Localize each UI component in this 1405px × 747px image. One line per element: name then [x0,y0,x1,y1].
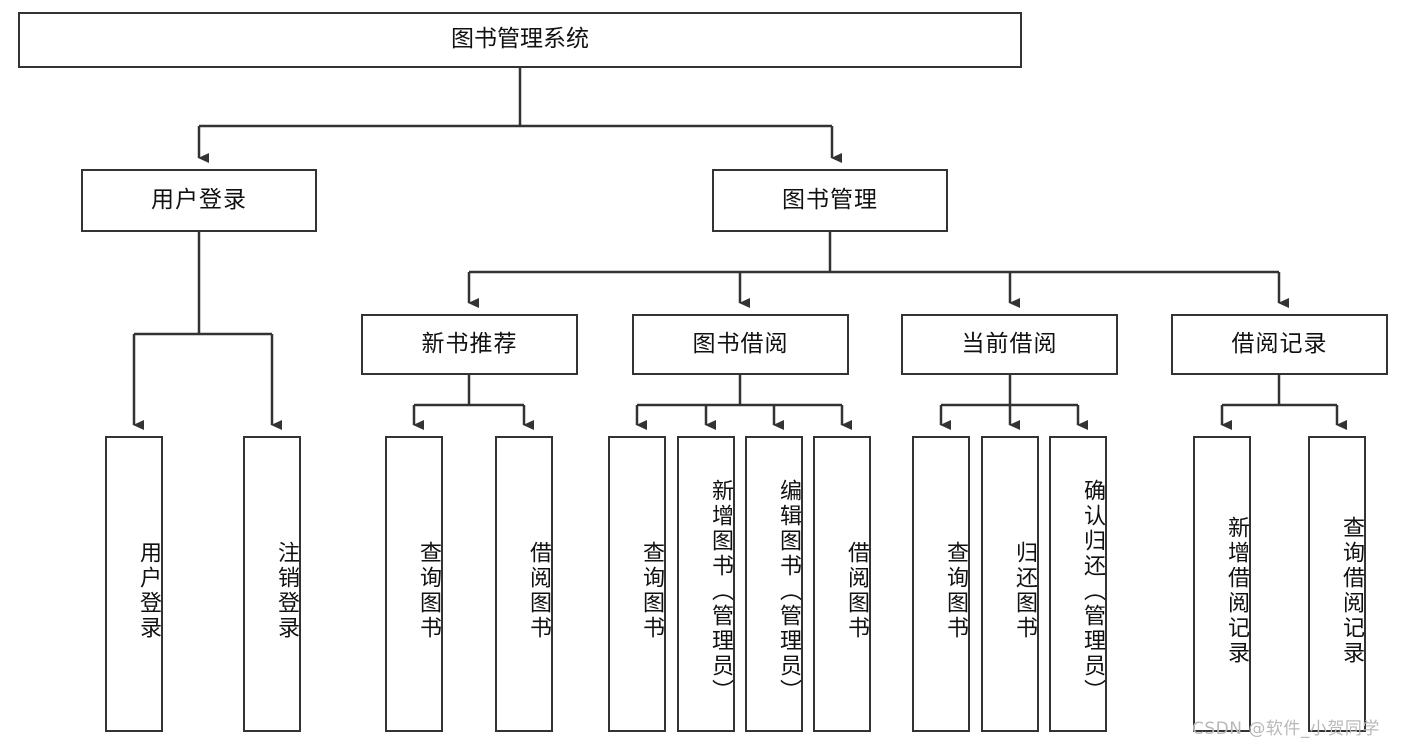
leaf-record-add-borrow-record[interactable]: 新增借阅记录 [1193,436,1251,732]
leaf-record-query-borrow-record[interactable]: 查询借阅记录 [1308,436,1366,732]
csdn-watermark: CSDN @软件_小贺同学 [1192,719,1380,739]
node-label: 新增借阅记录 [1224,516,1249,666]
node-label: 查询图书 [416,541,441,641]
node-current-borrow[interactable]: 当前借阅 [901,314,1118,375]
node-label: 编辑图书（管理员） [776,478,801,704]
node-label: 图书借阅 [692,330,789,357]
node-root-book-management-system[interactable]: 图书管理系统 [18,12,1022,68]
node-label: 新书推荐 [421,330,518,357]
leaf-current-confirm-return-admin[interactable]: 确认归还（管理员） [1049,436,1107,732]
node-user-login[interactable]: 用户登录 [81,169,317,232]
leaf-recommend-borrow-book[interactable]: 借阅图书 [495,436,553,732]
leaf-current-query-book[interactable]: 查询图书 [912,436,970,732]
node-label: 新增图书（管理员） [708,478,733,704]
node-label: 借阅图书 [844,541,869,641]
node-label: 确认归还（管理员） [1080,478,1105,704]
node-label: 查询图书 [639,541,664,641]
leaf-borrow-query-book[interactable]: 查询图书 [608,436,666,732]
leaf-recommend-query-book[interactable]: 查询图书 [385,436,443,732]
node-book-management[interactable]: 图书管理 [712,169,948,232]
node-label: 借阅图书 [526,541,551,641]
node-label: 图书管理 [782,186,878,213]
node-label: 用户登录 [151,186,247,213]
node-label: 用户登录 [136,541,161,641]
leaf-user-login-logout[interactable]: 注销登录 [243,436,301,732]
leaf-user-login-login[interactable]: 用户登录 [105,436,163,732]
node-borrow-record[interactable]: 借阅记录 [1171,314,1388,375]
node-label: 归还图书 [1012,541,1037,641]
node-new-book-recommend[interactable]: 新书推荐 [361,314,578,375]
node-label: 查询借阅记录 [1339,516,1364,666]
node-label: 图书管理系统 [451,26,589,53]
leaf-current-return-book[interactable]: 归还图书 [981,436,1039,732]
node-label: 借阅记录 [1231,330,1328,357]
leaf-borrow-add-book-admin[interactable]: 新增图书（管理员） [677,436,735,732]
leaf-borrow-borrow-book[interactable]: 借阅图书 [813,436,871,732]
node-label: 查询图书 [943,541,968,641]
node-book-borrow[interactable]: 图书借阅 [632,314,849,375]
node-label: 当前借阅 [961,330,1058,357]
leaf-borrow-edit-book-admin[interactable]: 编辑图书（管理员） [745,436,803,732]
node-label: 注销登录 [274,541,299,641]
